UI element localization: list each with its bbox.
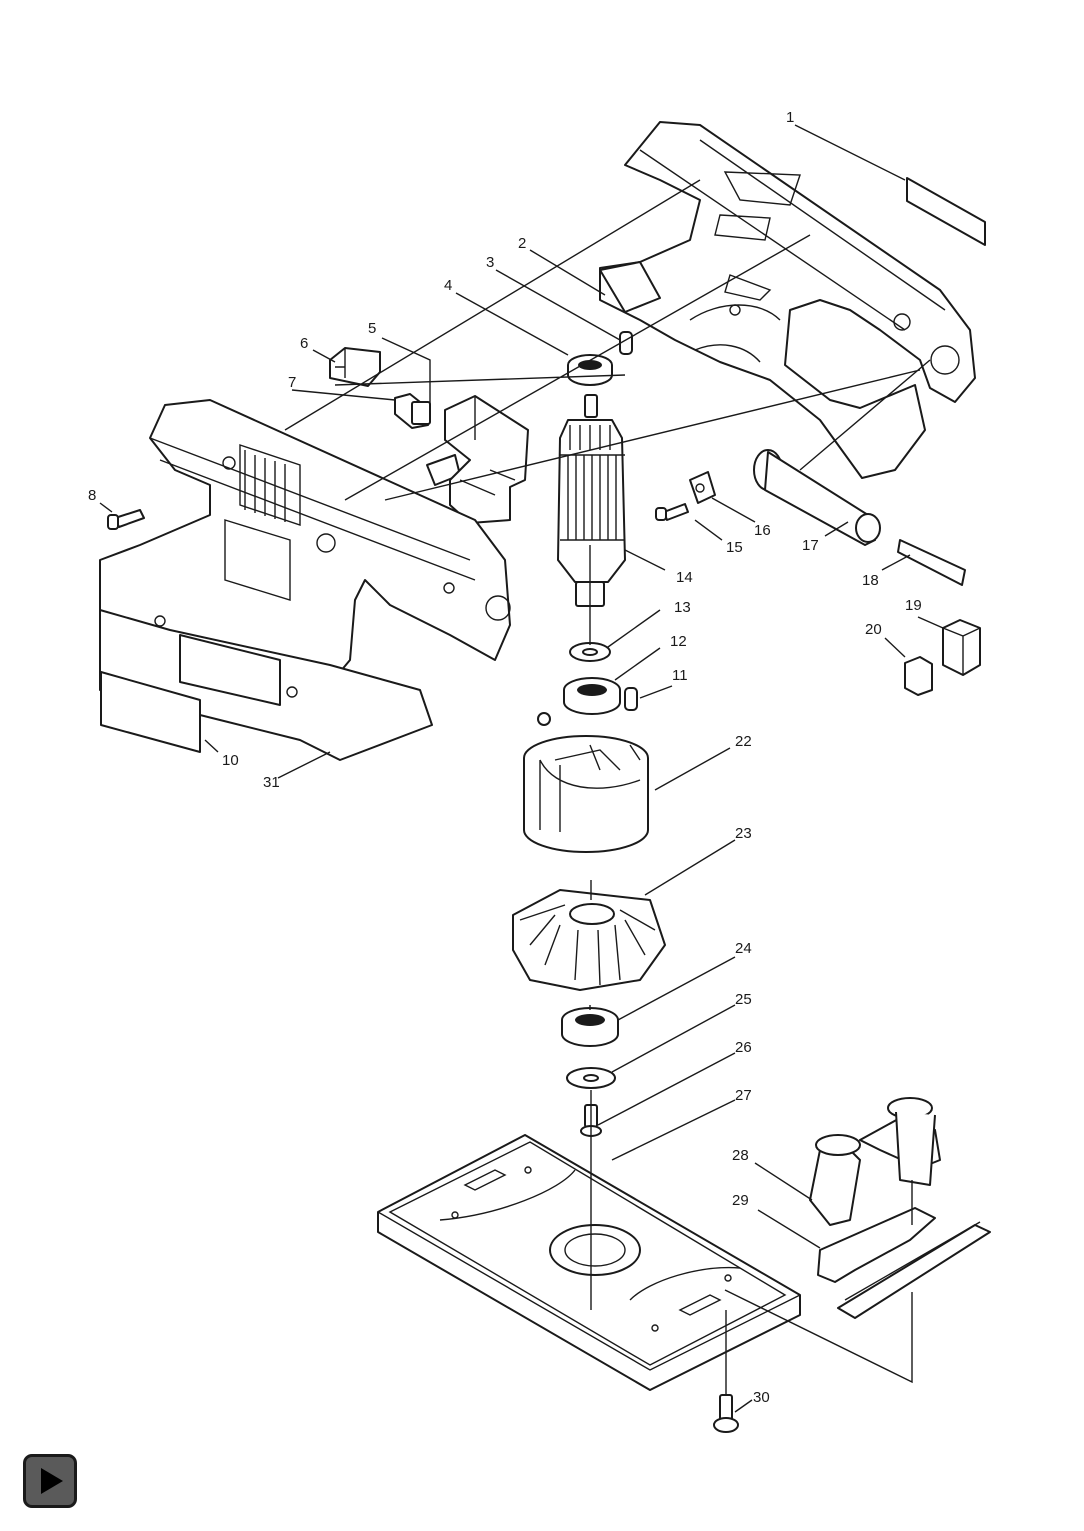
pipe-18	[897, 539, 966, 586]
part-number-label: 27	[735, 1087, 752, 1104]
bracket-16	[689, 471, 716, 504]
part-number-label: 18	[862, 572, 879, 589]
switch	[426, 395, 529, 524]
brush-holder	[329, 347, 381, 387]
part-number-label: 5	[368, 320, 376, 337]
part-number-label: 4	[444, 277, 452, 294]
part-number-label: 15	[726, 539, 743, 556]
part-number-label: 16	[754, 522, 771, 539]
ball-bearing-24	[561, 1007, 619, 1047]
clamp-holder	[809, 1097, 941, 1226]
part-number-label: 7	[288, 374, 296, 391]
part-number-label: 29	[732, 1192, 749, 1209]
part-number-label: 14	[676, 569, 693, 586]
part-number-label: 28	[732, 1147, 749, 1164]
pin-11	[624, 687, 638, 711]
part-number-label: 31	[263, 774, 280, 791]
base-plate	[377, 1134, 801, 1391]
part-number-label: 19	[905, 597, 922, 614]
part-number-label: 10	[222, 752, 239, 769]
part-number-label: 1	[786, 109, 794, 126]
washer-25	[566, 1067, 616, 1089]
brush-cap	[942, 619, 981, 676]
part-number-label: 6	[300, 335, 308, 352]
label-plate-right	[906, 177, 986, 246]
part-number-label: 13	[674, 599, 691, 616]
part-number-label: 2	[518, 235, 526, 252]
part-number-label: 24	[735, 940, 752, 957]
washer-13	[569, 642, 611, 662]
leader-lines	[99, 124, 944, 1413]
label-plate	[100, 671, 201, 753]
part-number-label: 3	[486, 254, 494, 271]
carbon-brush	[394, 393, 431, 429]
ball-bearing-top	[567, 354, 613, 386]
switch-housing	[599, 261, 661, 313]
play-icon	[41, 1468, 63, 1494]
screw-8	[107, 509, 145, 530]
part-number-label: 20	[865, 621, 882, 638]
brush-20	[904, 656, 933, 696]
part-number-label: 25	[735, 991, 752, 1008]
screw-15	[655, 503, 689, 521]
part-number-label: 23	[735, 825, 752, 842]
part-number-label: 22	[735, 733, 752, 750]
housing-left-half	[99, 399, 511, 761]
assembly-lines	[284, 179, 931, 1395]
next-page-button[interactable]	[23, 1454, 77, 1508]
part-number-label: 11	[672, 667, 688, 684]
part-number-label: 12	[670, 633, 687, 650]
part-number-label: 26	[735, 1039, 752, 1056]
clamp-lever	[817, 1207, 991, 1319]
fan	[512, 889, 666, 991]
part-number-label: 30	[753, 1389, 770, 1406]
part-number-label: 17	[802, 537, 819, 554]
part-number-labels: 1234567810111213141516171819202223242526…	[88, 109, 922, 1406]
armature	[557, 394, 626, 607]
part-number-label: 8	[88, 487, 96, 504]
screw-30	[713, 1394, 739, 1433]
field-coil	[523, 712, 649, 853]
ball-bearing-12	[563, 677, 621, 715]
